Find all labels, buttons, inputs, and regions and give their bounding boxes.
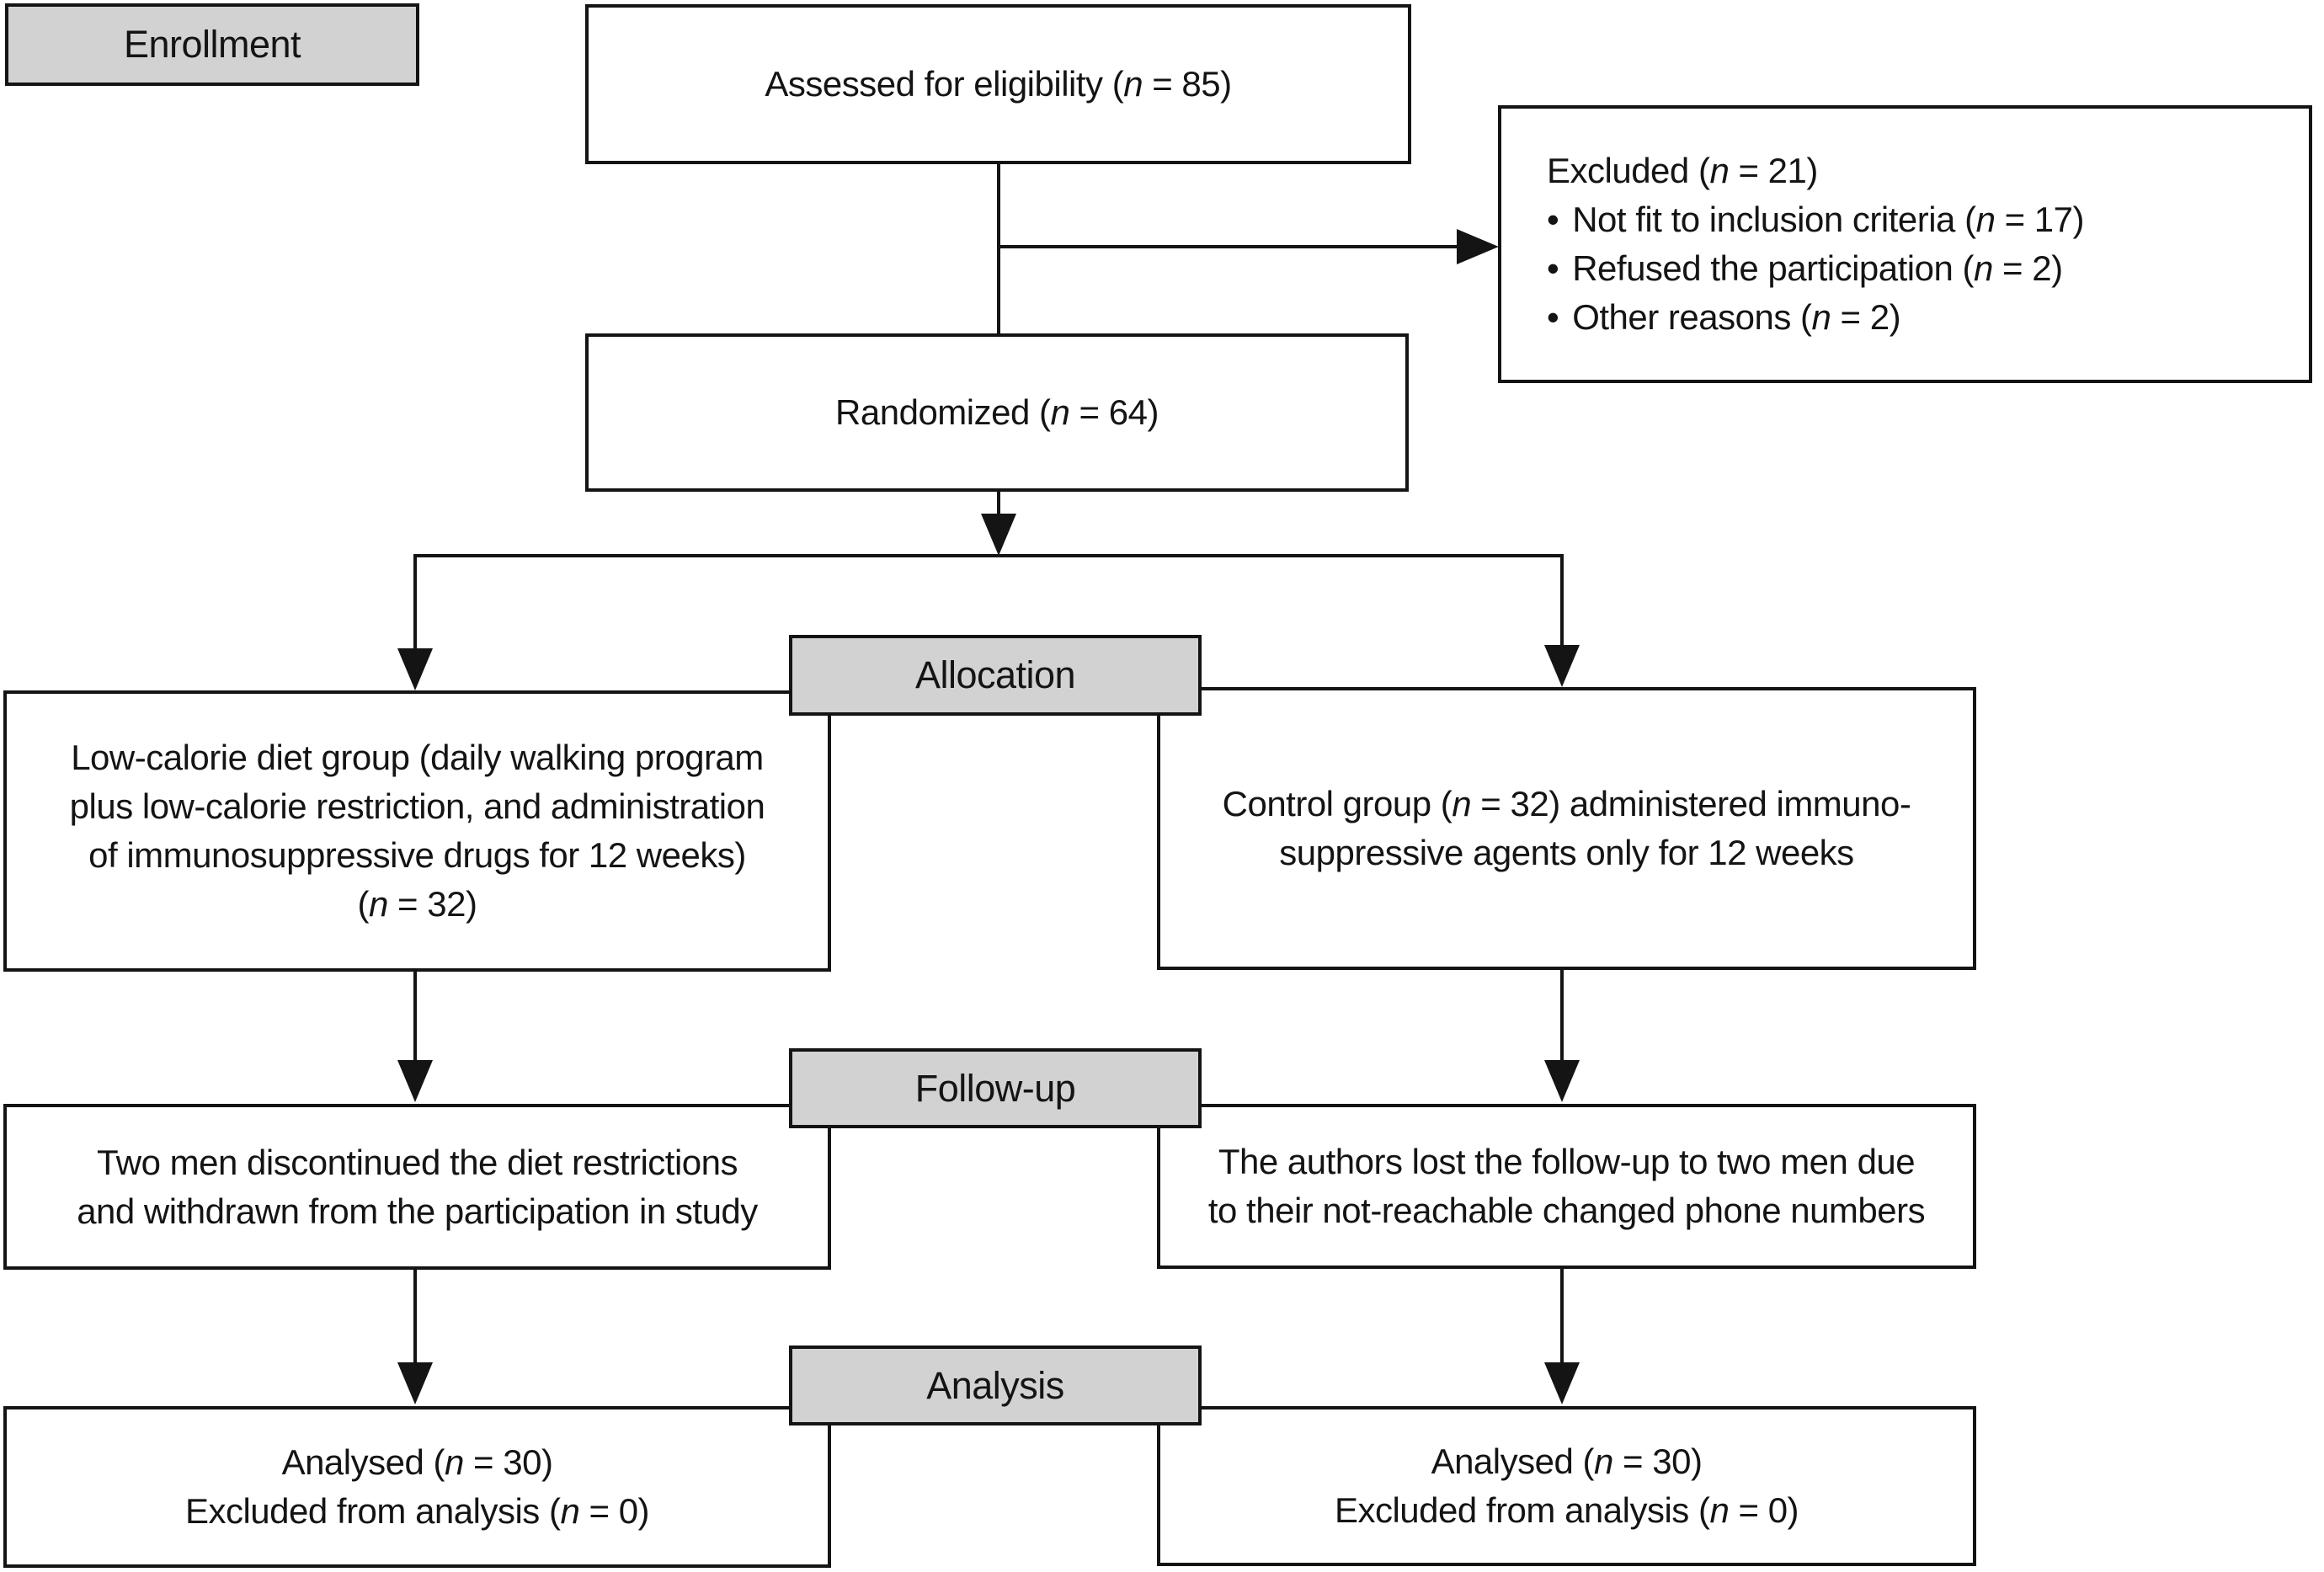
group-left-line: (n = 32): [357, 884, 477, 924]
followup-left-line: Two men discontinued the diet restrictio…: [96, 1142, 738, 1182]
arrowhead-split: [981, 514, 1016, 556]
connector-split-to-right-group: [1560, 557, 1564, 647]
followup-stage-label-text: Follow-up: [914, 1066, 1076, 1110]
analysis-left-line: Excluded from analysis (n = 0): [184, 1491, 650, 1531]
randomized-box: Randomized (n = 64): [585, 333, 1409, 492]
arrowhead-excluded: [1457, 229, 1499, 264]
excluded-item-text: Not fit to inclusion criteria (n = 17): [1572, 200, 2084, 239]
connector-left-group-to-followup: [413, 972, 417, 1061]
followup-left-box: Two men discontinued the diet restrictio…: [3, 1104, 831, 1270]
excluded-item: • Not fit to inclusion criteria (n = 17): [1547, 195, 2084, 244]
enrollment-stage-label: Enrollment: [5, 3, 419, 86]
arrowhead-left-group: [397, 648, 433, 690]
bullet-icon: •: [1547, 297, 1559, 337]
allocation-right-box: Control group (n = 32) administered immu…: [1157, 687, 1976, 970]
excluded-item: • Other reasons (n = 2): [1547, 293, 1901, 342]
followup-right-line: to their not-reachable changed phone num…: [1207, 1191, 1926, 1230]
connector-assessed-to-randomized: [997, 164, 1000, 333]
group-right-line: suppressive agents only for 12 weeks: [1279, 833, 1854, 872]
group-left-line: plus low-calorie restriction, and admini…: [69, 786, 765, 826]
allocation-left-box: Low-calorie diet group (daily walking pr…: [3, 690, 831, 972]
randomized-text: Randomized (n = 64): [835, 392, 1159, 432]
excluded-item: • Refused the participation (n = 2): [1547, 244, 2063, 293]
bullet-icon: •: [1547, 248, 1559, 288]
analysis-left-line: Analysed (n = 30): [281, 1442, 553, 1482]
enrollment-stage-label-text: Enrollment: [123, 23, 301, 66]
connector-right-group-to-followup: [1560, 970, 1564, 1061]
connector-to-excluded: [999, 245, 1459, 248]
excluded-item-text: Other reasons (n = 2): [1572, 297, 1901, 337]
allocation-stage-label: Allocation: [789, 635, 1202, 716]
analysis-right-box: Analysed (n = 30) Excluded from analysis…: [1157, 1406, 1976, 1566]
connector-right-followup-to-analysis: [1560, 1269, 1564, 1362]
group-left-line: of immunosuppressive drugs for 12 weeks): [88, 835, 746, 875]
assessed-eligibility-box: Assessed for eligibility (n = 85): [585, 4, 1411, 164]
arrowhead-left-followup: [397, 1060, 433, 1102]
followup-left-line: and withdrawn from the participation in …: [77, 1191, 758, 1231]
group-left-line: Low-calorie diet group (daily walking pr…: [71, 738, 764, 777]
bullet-icon: •: [1547, 200, 1559, 239]
followup-right-box: The authors lost the follow-up to two me…: [1157, 1104, 1976, 1269]
analysis-stage-label: Analysis: [789, 1346, 1202, 1425]
analysis-right-line: Excluded from analysis (n = 0): [1334, 1490, 1799, 1530]
connector-split-to-left-group: [413, 557, 417, 650]
group-right-line: Control group (n = 32) administered immu…: [1222, 784, 1911, 823]
arrowhead-right-group: [1544, 645, 1580, 687]
connector-randomized-to-split: [997, 492, 1000, 515]
followup-right-line: The authors lost the follow-up to two me…: [1218, 1142, 1916, 1181]
assessed-eligibility-text: Assessed for eligibility (n = 85): [765, 64, 1232, 104]
excluded-title: Excluded (n = 21): [1547, 151, 1818, 190]
analysis-stage-label-text: Analysis: [926, 1363, 1064, 1407]
arrowhead-left-analysis: [397, 1362, 433, 1404]
arrowhead-right-analysis: [1544, 1362, 1580, 1404]
analysis-right-line: Analysed (n = 30): [1431, 1441, 1703, 1481]
excluded-box: Excluded (n = 21) • Not fit to inclusion…: [1498, 105, 2312, 383]
arrowhead-right-followup: [1544, 1060, 1580, 1102]
connector-left-followup-to-analysis: [413, 1270, 417, 1362]
allocation-stage-label-text: Allocation: [914, 653, 1076, 696]
followup-stage-label: Follow-up: [789, 1048, 1202, 1128]
split-bar: [413, 554, 1564, 557]
excluded-item-text: Refused the participation (n = 2): [1572, 248, 2063, 288]
analysis-left-box: Analysed (n = 30) Excluded from analysis…: [3, 1406, 831, 1568]
